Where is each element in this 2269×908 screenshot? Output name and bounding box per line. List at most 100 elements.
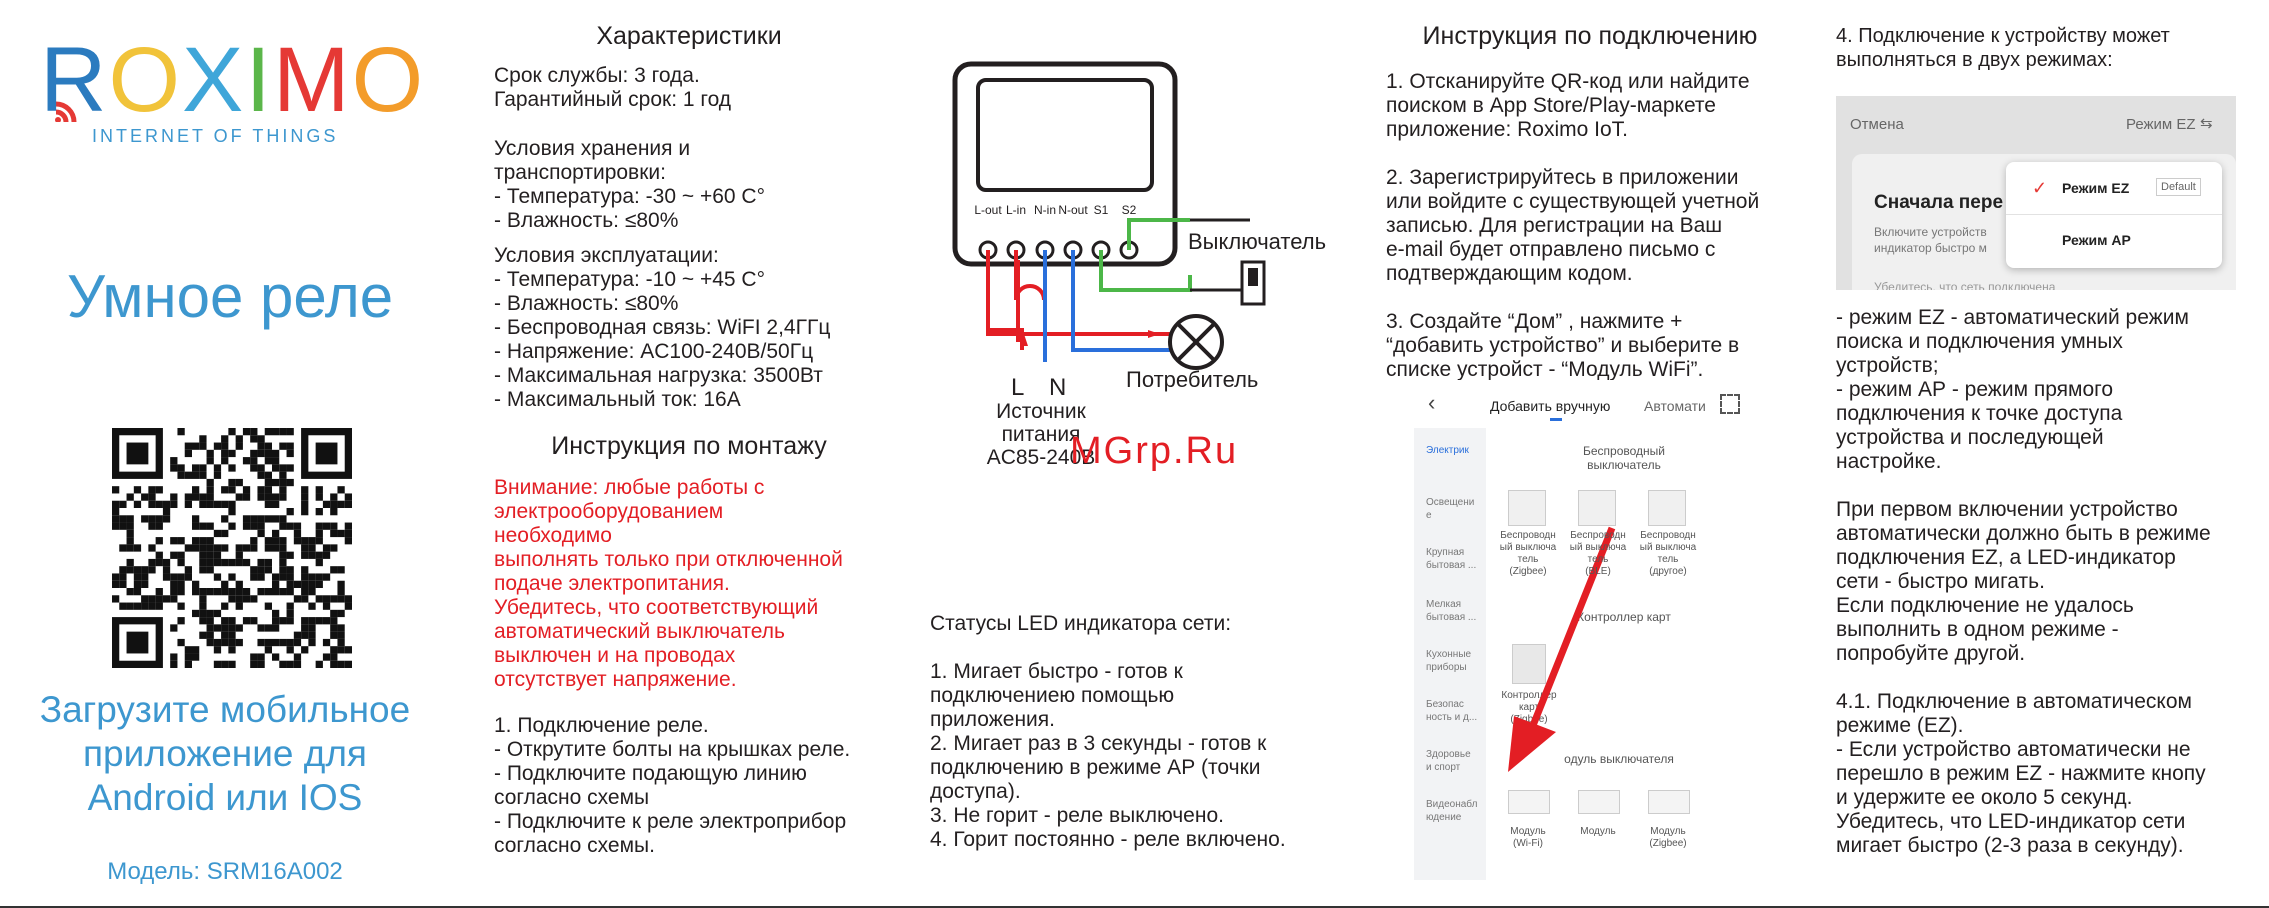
qr-module — [213, 471, 222, 479]
mounting-warning: Внимание: любые работы с электрооборудов… — [494, 476, 843, 691]
switch-item-label[interactable]: Беспроводн ый выключа тель (другое) — [1639, 530, 1697, 577]
qr-module — [330, 653, 338, 661]
module-item-label[interactable]: Модуль — [1580, 826, 1616, 837]
option-ez[interactable]: Режим EZ — [2062, 180, 2130, 196]
qr-module — [235, 602, 243, 610]
qr-module — [206, 588, 214, 596]
controller-device-image[interactable] — [1512, 644, 1546, 684]
module-device-image[interactable] — [1508, 790, 1550, 814]
qr-module — [344, 646, 352, 654]
switch-device-image[interactable] — [1648, 490, 1686, 526]
qr-module — [315, 573, 323, 581]
tab-auto[interactable]: Автомати — [1644, 398, 1706, 414]
qr-module — [126, 602, 134, 610]
qr-module — [184, 566, 192, 574]
qr-module — [119, 544, 127, 552]
qr-module — [162, 558, 171, 567]
qr-module — [206, 493, 214, 501]
qr-module — [177, 638, 185, 647]
qr-module — [206, 624, 214, 632]
category-item[interactable]: Видеонабл юдение — [1426, 799, 1478, 823]
qr-module — [330, 493, 338, 501]
module-item-label[interactable]: Модуль (Wi-Fi) — [1510, 826, 1546, 849]
qr-module — [199, 464, 207, 472]
qr-module — [301, 544, 309, 552]
qr-module — [155, 500, 163, 508]
qr-module — [184, 493, 192, 501]
module-item-label[interactable]: Модуль (Zigbee) — [1649, 826, 1687, 849]
qr-module — [301, 566, 309, 574]
qr-module — [257, 464, 265, 472]
qr-module — [155, 558, 163, 567]
category-item[interactable]: Мелкая бытовая ... — [1426, 599, 1477, 623]
category-item[interactable]: Здоровье и спорт — [1426, 749, 1471, 773]
switch-device-image[interactable] — [1578, 490, 1616, 526]
qr-module — [133, 573, 142, 581]
qr-module — [228, 573, 236, 581]
switch-device-image[interactable] — [1508, 490, 1546, 526]
qr-module — [337, 580, 345, 588]
module-device-image[interactable] — [1578, 790, 1620, 814]
qr-module — [272, 573, 280, 581]
qr-module — [199, 595, 207, 603]
qr-module — [221, 486, 229, 494]
qr-module — [184, 471, 192, 479]
qr-module — [322, 638, 331, 647]
qr-module — [330, 544, 338, 552]
qr-module — [250, 435, 258, 443]
qr-module — [272, 529, 280, 538]
consumer-label: Потребитель — [1126, 367, 1259, 392]
module-device-image[interactable] — [1648, 790, 1690, 814]
category-item[interactable]: Безопас ность и д... — [1426, 699, 1478, 723]
controller-item-label[interactable]: Контроллер карт (Zigbee) — [1501, 690, 1557, 725]
qr-module — [272, 515, 280, 523]
check-icon: ✓ — [2032, 178, 2048, 198]
qr-module — [119, 580, 127, 588]
qr-module — [264, 515, 272, 523]
switch-item-label[interactable]: Беспроводн ый выключа тель (Zigbee) — [1499, 530, 1557, 577]
category-item[interactable]: Электрик — [1426, 445, 1469, 456]
qr-module — [119, 500, 127, 508]
qr-module — [228, 449, 236, 458]
qr-module — [330, 660, 338, 668]
back-icon[interactable]: ‹ — [1428, 390, 1436, 415]
qr-module — [112, 508, 120, 516]
qr-module — [322, 522, 331, 530]
qr-finder — [126, 631, 149, 654]
qr-module — [272, 638, 280, 647]
logo-letter: I — [245, 29, 273, 131]
qr-module — [330, 529, 338, 538]
wifi-icon — [52, 82, 92, 123]
qr-module — [286, 478, 294, 487]
qr-module — [119, 573, 127, 581]
category-item[interactable]: Освещени е — [1426, 497, 1475, 521]
scan-icon[interactable] — [1720, 394, 1740, 414]
specs-title: Характеристики — [596, 22, 782, 50]
swap-icon[interactable]: ⇆ — [2200, 115, 2213, 132]
qr-module — [322, 602, 331, 610]
category-item[interactable]: Кухонные приборы — [1426, 649, 1472, 673]
qr-module — [148, 544, 156, 552]
qr-module — [301, 631, 309, 639]
qr-module — [206, 558, 214, 567]
qr-module — [322, 500, 331, 508]
qr-module — [322, 544, 331, 552]
qr-module — [199, 609, 207, 618]
qr-module — [257, 573, 265, 581]
wire-n-out — [1071, 250, 1182, 352]
option-ap[interactable]: Режим AP — [2062, 232, 2131, 248]
category-item[interactable]: Крупная бытовая ... — [1426, 547, 1477, 571]
qr-module — [206, 486, 214, 494]
mode-menu-button[interactable]: Режим EZ — [2126, 116, 2196, 133]
switch-item-label[interactable]: Беспроводн ый выключа тель (BLE) — [1569, 530, 1627, 577]
qr-module — [272, 449, 280, 458]
cancel-button[interactable]: Отмена — [1850, 116, 1904, 133]
qr-module — [250, 464, 258, 472]
qr-module — [264, 544, 272, 552]
qr-module — [133, 486, 142, 494]
page-bottom-rule — [0, 906, 2269, 908]
tab-manual[interactable]: Добавить вручную — [1490, 398, 1611, 414]
qr-module — [242, 522, 251, 530]
qr-module — [221, 638, 229, 647]
qr-module — [221, 580, 229, 588]
